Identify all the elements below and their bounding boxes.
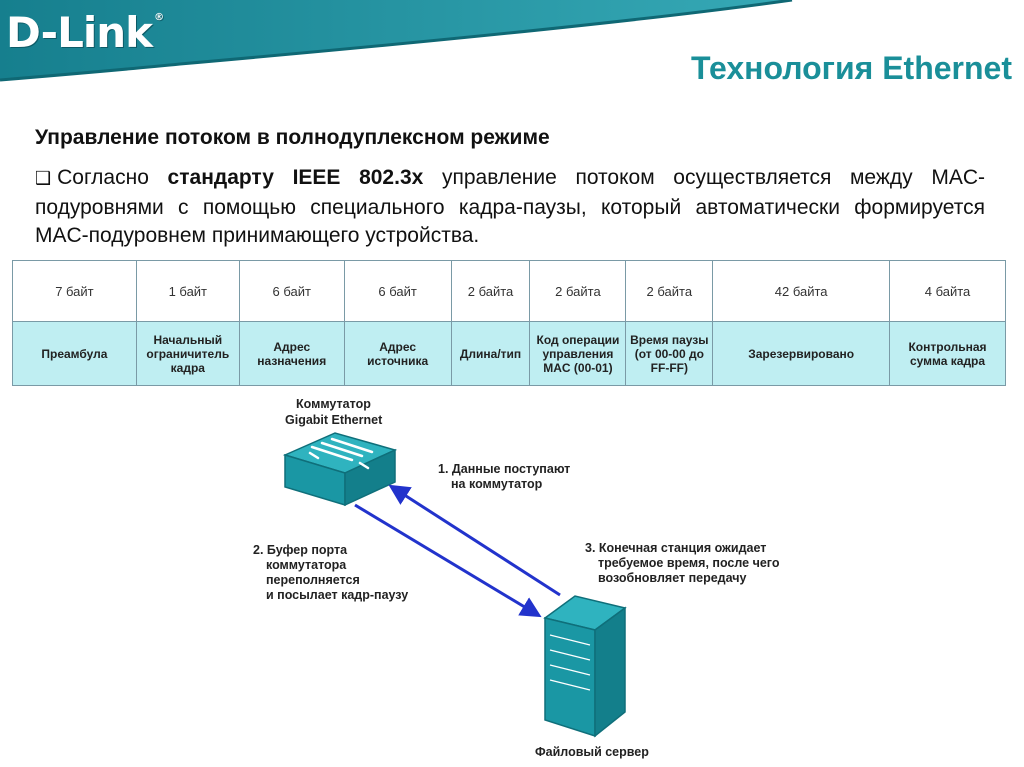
bullet-text-post: управление потоком осуществляется между … bbox=[35, 166, 985, 247]
step1-line2: на коммутатор bbox=[451, 477, 543, 491]
bullet-paragraph: ❑Согласно стандарту IEEE 802.3x управлен… bbox=[35, 164, 985, 251]
size-cell: 2 байта bbox=[450, 260, 531, 322]
step3-line2: требуемое время, после чего bbox=[598, 556, 780, 570]
step2-line4: и посылает кадр-паузу bbox=[266, 588, 409, 602]
checkbox-bullet-icon: ❑ bbox=[35, 168, 52, 189]
size-cell: 7 байт bbox=[12, 260, 137, 322]
field-cell: Контрольная сумма кадра bbox=[889, 321, 1006, 386]
flow-diagram bbox=[282, 432, 627, 738]
field-cell: Время паузы (от 00-00 до FF-FF) bbox=[625, 321, 714, 386]
step2-line1: 2. Буфер порта bbox=[253, 543, 348, 557]
server-label: Файловый сервер bbox=[535, 745, 649, 759]
dlink-logo: D-Link® bbox=[6, 8, 164, 57]
table-row-sizes: 7 байт 1 байт 6 байт 6 байт 2 байта 2 ба… bbox=[12, 260, 1006, 322]
pause-frame-table: 7 байт 1 байт 6 байт 6 байт 2 байта 2 ба… bbox=[12, 260, 1006, 386]
table-row-fields: Преамбула Начальный ограничитель кадра А… bbox=[12, 321, 1006, 386]
step3-line1: 3. Конечная станция ожидает bbox=[585, 541, 767, 555]
size-cell: 2 байта bbox=[625, 260, 714, 322]
switch-icon bbox=[282, 432, 398, 507]
server-icon bbox=[543, 595, 627, 738]
switch-label-line1: Коммутатор bbox=[296, 397, 371, 411]
slide-title: Технология Ethernet bbox=[690, 50, 1012, 86]
step2-line2: коммутатора bbox=[266, 558, 347, 572]
field-cell: Адрес назначения bbox=[238, 321, 345, 386]
step3-line3: возобновляет передачу bbox=[598, 571, 747, 585]
pause-frame-arrow bbox=[354, 503, 542, 618]
field-cell: Код операции управления MAC (00-01) bbox=[529, 321, 627, 386]
size-cell: 2 байта bbox=[529, 260, 627, 322]
data-arrow bbox=[388, 484, 561, 597]
step2-line3: переполняется bbox=[266, 573, 360, 587]
bullet-text-bold: стандарту IEEE 802.3x bbox=[167, 166, 424, 189]
size-cell: 6 байт bbox=[238, 260, 345, 322]
size-cell: 1 байт bbox=[135, 260, 240, 322]
step1-line1: 1. Данные поступают bbox=[438, 462, 571, 476]
size-cell: 6 байт bbox=[343, 260, 452, 322]
section-subtitle: Управление потоком в полнодуплексном реж… bbox=[35, 126, 550, 149]
size-cell: 4 байта bbox=[889, 260, 1006, 322]
field-cell: Преамбула bbox=[12, 321, 137, 386]
field-cell: Начальный ограничитель кадра bbox=[135, 321, 240, 386]
field-cell: Адрес источника bbox=[343, 321, 452, 386]
size-cell: 42 байта bbox=[712, 260, 891, 322]
field-cell: Зарезервировано bbox=[712, 321, 891, 386]
field-cell: Длина/тип bbox=[450, 321, 531, 386]
bullet-text-pre: Согласно bbox=[57, 166, 168, 189]
switch-label-line2: Gigabit Ethernet bbox=[285, 413, 383, 427]
header-band bbox=[0, 0, 793, 82]
